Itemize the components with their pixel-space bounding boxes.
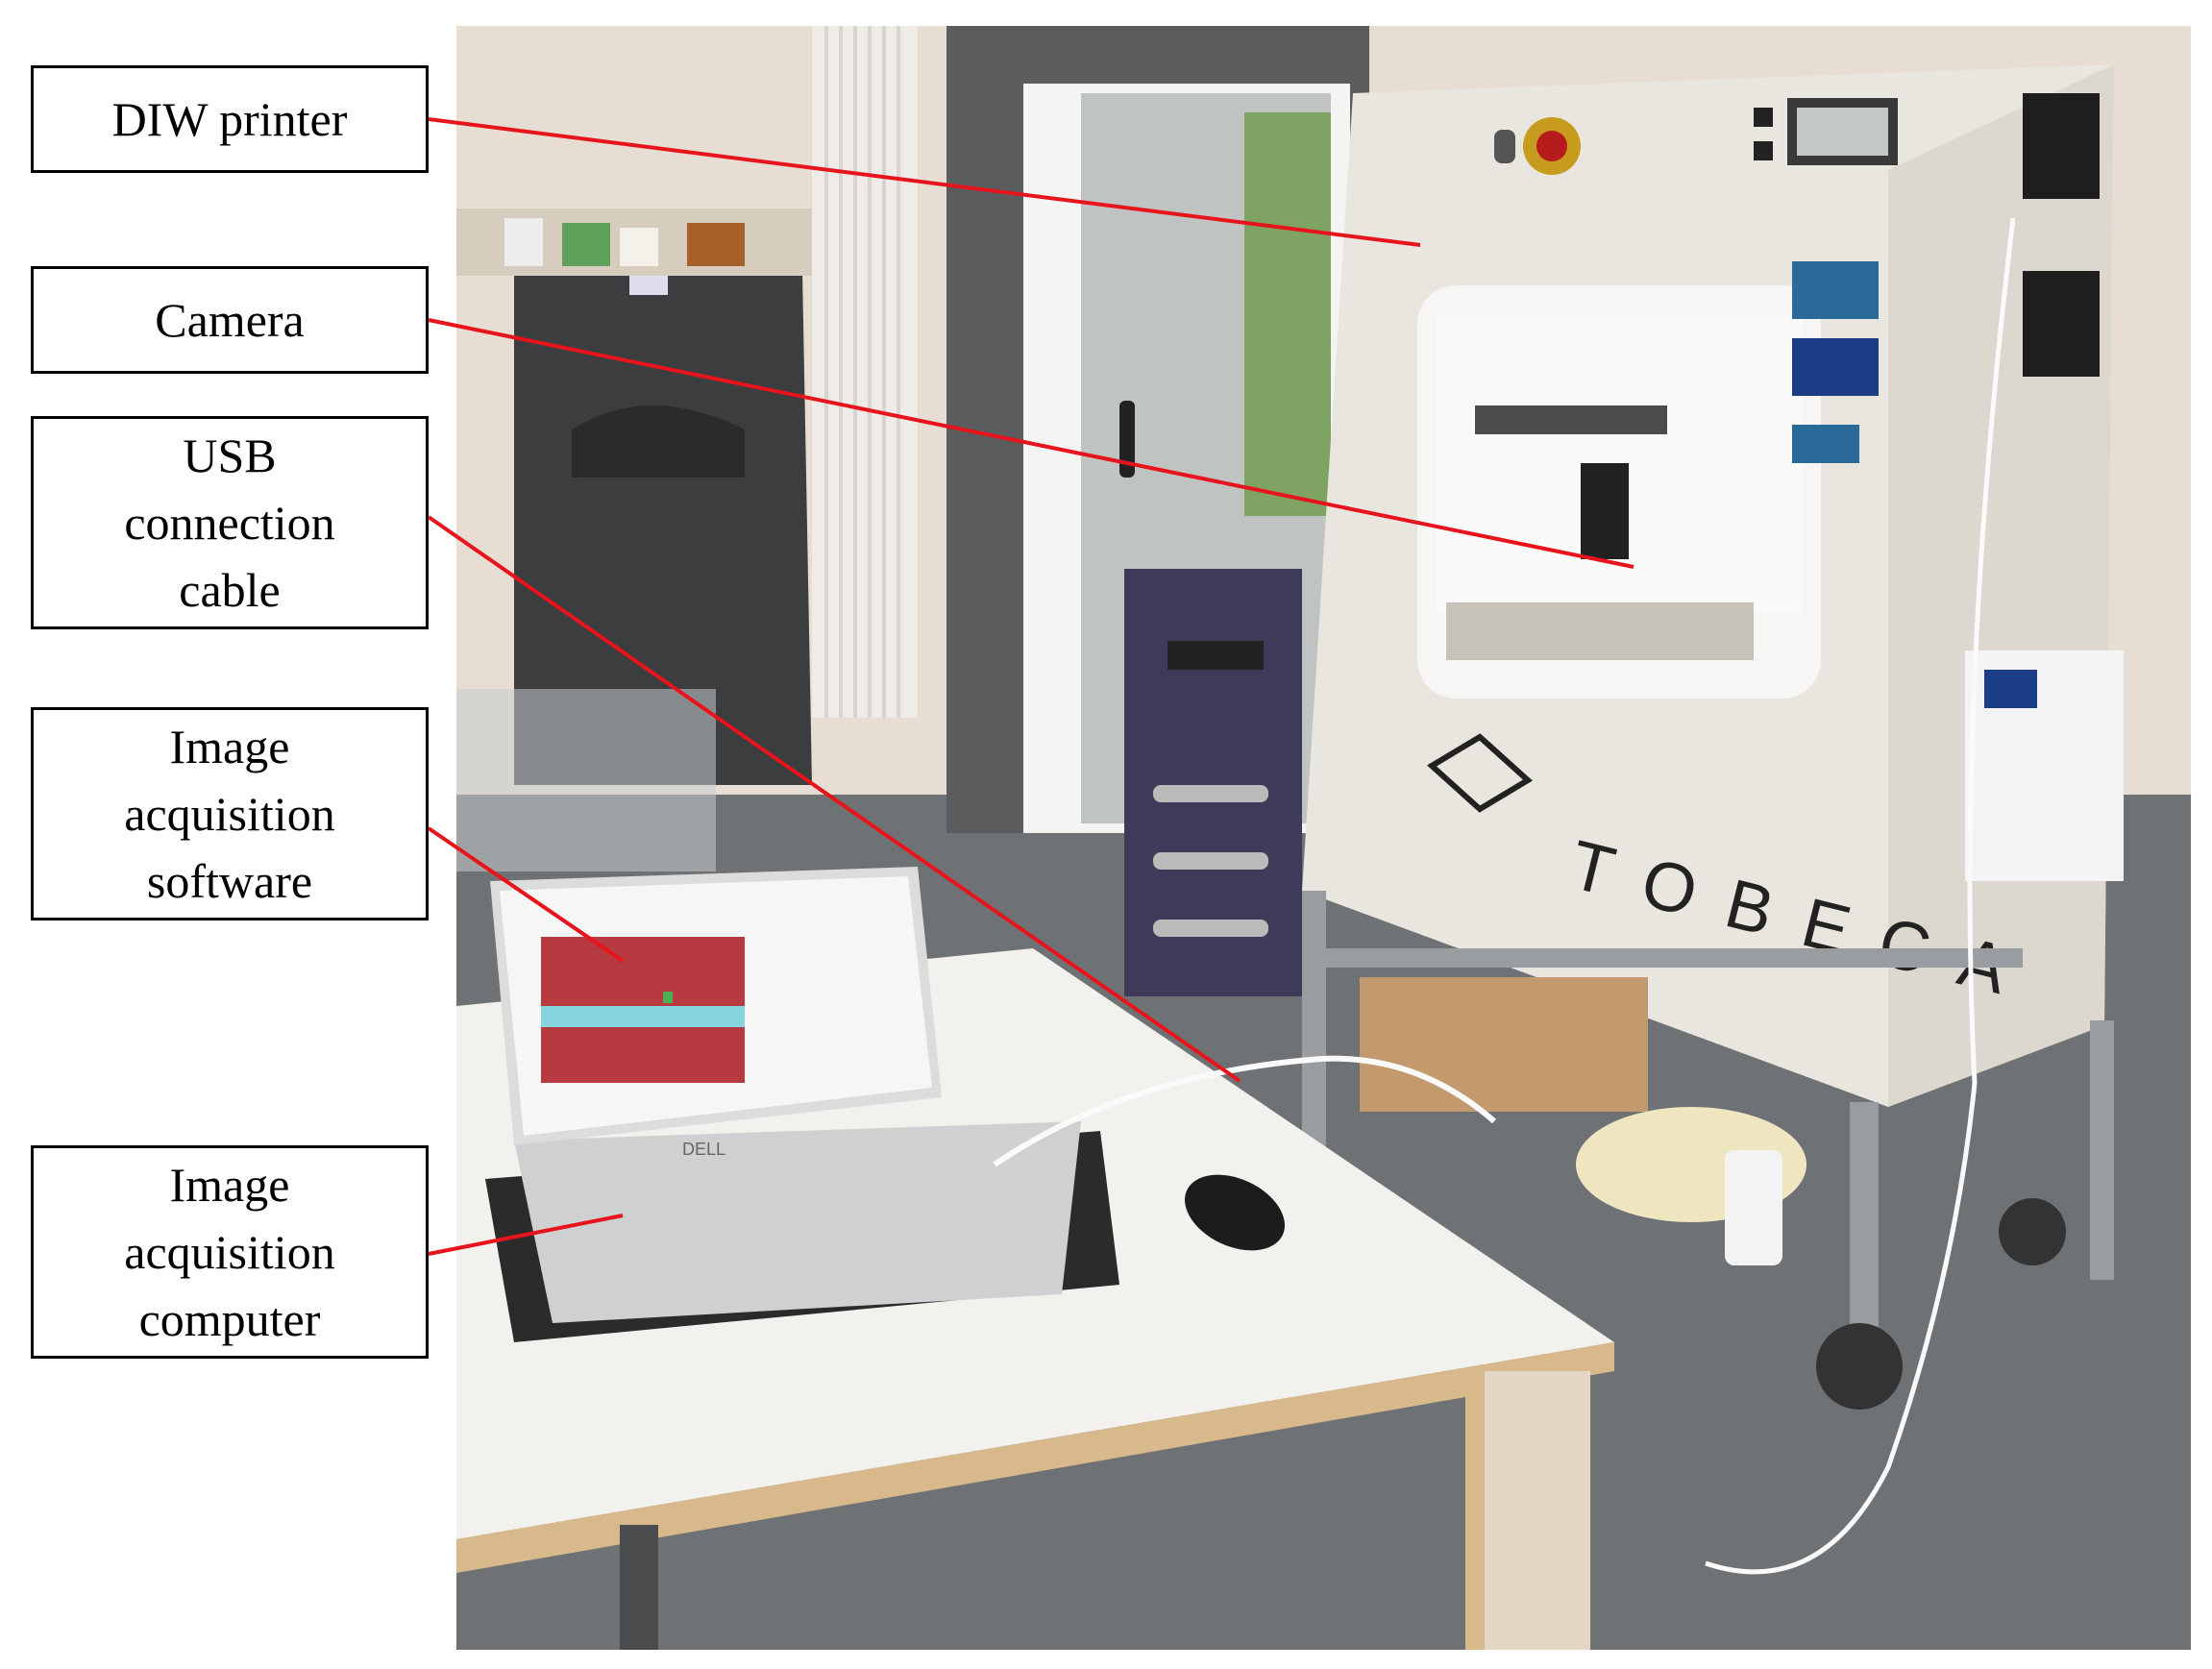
- laptop-base: [514, 1121, 1081, 1323]
- window-greenery: [1244, 112, 1331, 516]
- label-computer-text: Image acquisition computer: [124, 1158, 335, 1346]
- acrylic-box: [456, 689, 716, 871]
- label-diw-printer-text: DIW printer: [111, 92, 348, 146]
- door-handle: [1119, 401, 1135, 478]
- label-software: Image acquisition software: [31, 707, 429, 920]
- usb-cable-photo: [993, 1055, 1496, 1167]
- label-computer: Image acquisition computer: [31, 1145, 429, 1359]
- printer-camera: [1581, 463, 1629, 559]
- label-camera-text: Camera: [155, 293, 305, 347]
- laptop-brand-text: DELL: [682, 1140, 725, 1159]
- lab-photo: TOBECA DELL: [456, 26, 2191, 1650]
- label-camera: Camera: [31, 266, 429, 374]
- label-diw-printer: DIW printer: [31, 65, 429, 173]
- label-usb-cable: USB connection cable: [31, 416, 429, 629]
- label-usb-cable-text: USB connection cable: [124, 429, 335, 617]
- label-software-text: Image acquisition software: [124, 720, 335, 908]
- mouse: [1185, 1174, 1285, 1251]
